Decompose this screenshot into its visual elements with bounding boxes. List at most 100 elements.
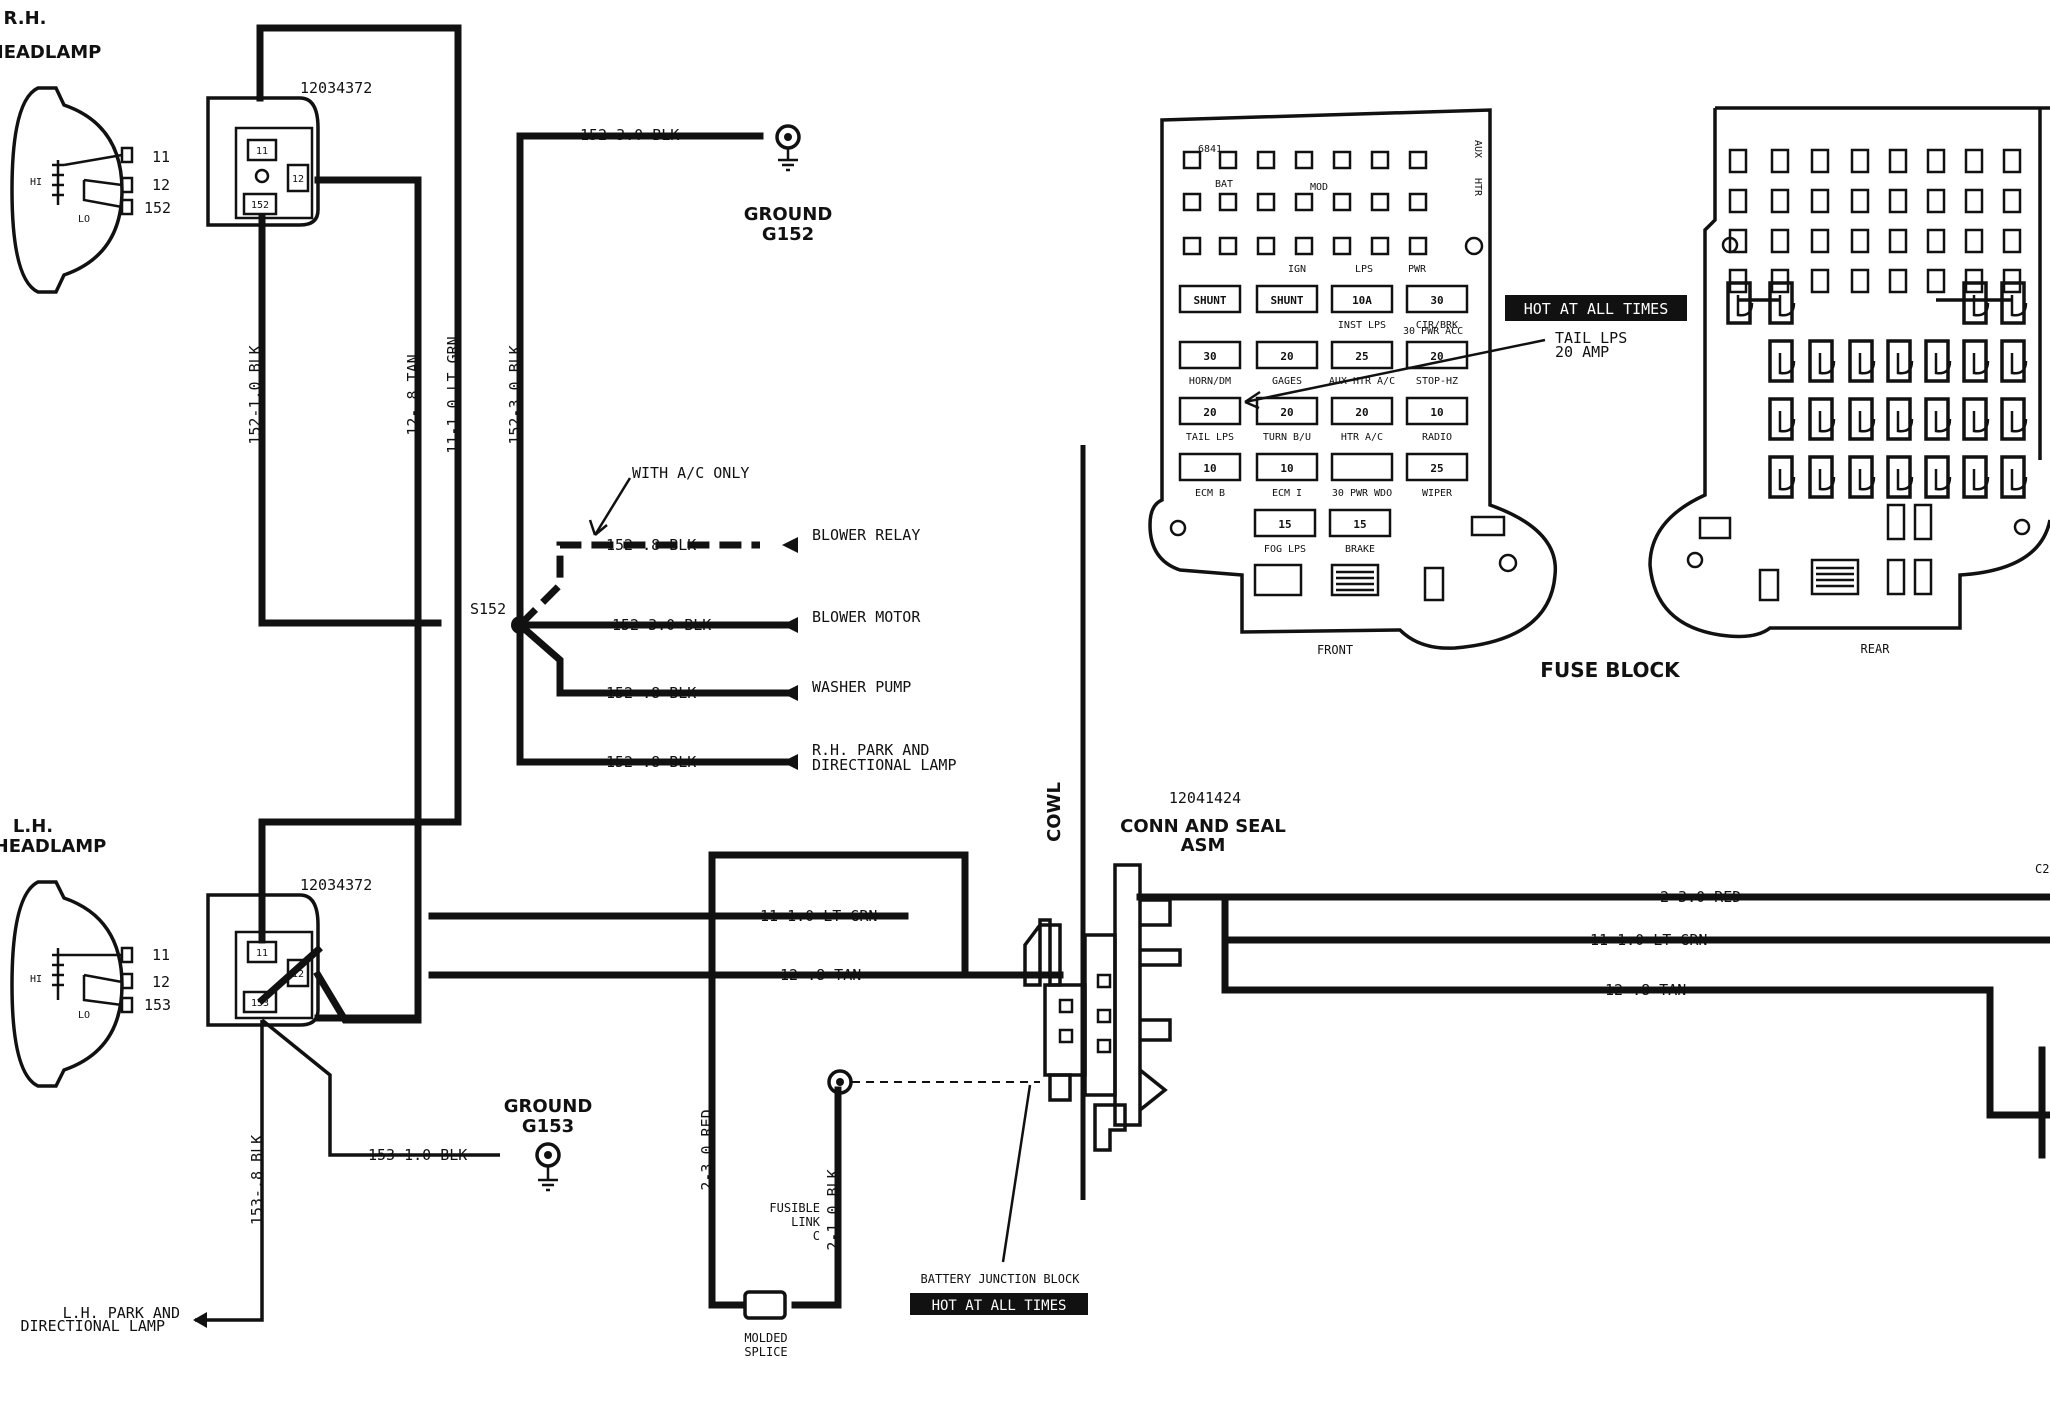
- rh-terminal-12: 12: [152, 176, 170, 194]
- ground-g152-icon: [775, 124, 801, 172]
- rear-terminal: [1810, 188, 1830, 214]
- fuse-name: ECM I: [1272, 488, 1302, 499]
- battery-junction-pointer: [1001, 1084, 1032, 1263]
- fuse-terminal: [1408, 236, 1428, 256]
- rear-fuse-socket: [2000, 455, 2026, 499]
- lh-headlamp: L.H. HEADLAMP HI LO 11 12 153: [0, 816, 171, 1088]
- battery-junction-hot-badge: [910, 1293, 1088, 1315]
- rear-terminal: [2002, 188, 2022, 214]
- lh-lo-label: LO: [78, 1010, 90, 1021]
- fuse-terminal: [1256, 236, 1276, 256]
- rear-fuse-socket: [1848, 397, 1874, 441]
- fuse-block-title: FUSE BLOCK: [1540, 658, 1681, 682]
- g152-top-label: 152-3.0 BLK: [580, 126, 679, 144]
- rear-terminal: [1888, 268, 1908, 294]
- fuse-body: [1330, 284, 1394, 314]
- rear-terminal: [1728, 228, 1748, 254]
- battery-junction-hot-text: HOT AT ALL TIMES: [932, 1298, 1067, 1314]
- fuse-value: 10: [1203, 462, 1216, 475]
- rear-flasher-slot: [1698, 516, 1732, 540]
- ground-g152-label: GROUND: [744, 204, 833, 225]
- fuse-slot: SHUNT: [1255, 284, 1319, 314]
- rear-fuse-lead: [1858, 411, 1876, 433]
- rear-fuse-lead: [2010, 411, 2028, 433]
- tail-lps-note-2: 20 AMP: [1555, 343, 1609, 361]
- rear-terminal: [1810, 228, 1830, 254]
- rear-fuse-socket: [1962, 455, 1988, 499]
- rh-park-destination-1: R.H. PARK AND: [812, 741, 929, 759]
- fuse-terminal: [1408, 150, 1428, 170]
- rh-11-ltgrn-wire: [256, 24, 462, 826]
- washer-pump-arrow-icon: [782, 685, 798, 701]
- rear-fuse-socket: [2000, 339, 2026, 383]
- lh-headlamp-housing: [10, 880, 124, 1088]
- fuse-body: [1253, 508, 1317, 538]
- fuse-terminal: [1370, 150, 1390, 170]
- rh-headlamp-title: R.H.: [4, 8, 47, 29]
- fuse-rear-label: REAR: [1861, 642, 1891, 656]
- fuse-body: [1178, 284, 1242, 314]
- fuse-terminal: [1370, 236, 1390, 256]
- tail-lps-note-1: TAIL LPS: [1555, 329, 1627, 347]
- rear-fuse-lead: [1778, 295, 1796, 317]
- rear-terminal: [2002, 148, 2022, 174]
- fuse-mod-label: MOD: [1310, 182, 1328, 193]
- rear-fuse-socket: [2000, 281, 2026, 325]
- fuse-name: 30 PWR WDO: [1332, 488, 1392, 499]
- fuse-terminal: [1256, 150, 1276, 170]
- fuse-value: SHUNT: [1193, 294, 1226, 307]
- fuse-value: 20: [1280, 406, 1293, 419]
- lh-park-wire-label: 153-.8 BLK: [248, 1135, 266, 1225]
- rear-fuse-socket: [1886, 339, 1912, 383]
- lh-153-park-wire: [195, 1020, 264, 1322]
- fuse-terminal: [1294, 150, 1314, 170]
- mid-12-tan-label: 12-.8 TAN: [780, 966, 861, 984]
- rear-terminal: [1810, 148, 1830, 174]
- fuse-slot: SHUNT: [1178, 284, 1242, 314]
- ground-g152-code: G152: [762, 224, 814, 245]
- blower-relay-wire: [517, 541, 760, 628]
- rear-fuse-lead: [2010, 469, 2028, 491]
- fuse-body: [1330, 452, 1394, 482]
- rear-fuse-socket: [1962, 397, 1988, 441]
- rear-terminal: [1810, 268, 1830, 294]
- molded-splice-icon: [743, 1290, 787, 1320]
- fuse-value: 20: [1355, 406, 1368, 419]
- lh-headlamp-subtitle: HEADLAMP: [0, 836, 106, 857]
- lh-headlamp-pin: [120, 946, 134, 964]
- rear-terminal: [1888, 228, 1908, 254]
- blower-relay-wire-label: 152-.8 BLK: [606, 536, 696, 554]
- rear-fuse-lead: [1934, 469, 1952, 491]
- lh-park-destination-1: L.H. PARK AND: [63, 1304, 180, 1322]
- fuse-body: [1178, 452, 1242, 482]
- lh-11-loop-wire: [258, 818, 462, 944]
- fuse-mount-hole: [1464, 236, 1484, 256]
- with-ac-only-pointer: [588, 477, 632, 536]
- rear-slot: [1886, 558, 1906, 596]
- fusible-link-label-3: C: [813, 1229, 820, 1243]
- fuse-relay-slot: [1253, 563, 1303, 597]
- fuse-body: [1178, 340, 1242, 370]
- lh-park-arrow-icon: [193, 1312, 207, 1328]
- washer-pump-wire-label: 152-.8 BLK: [606, 684, 696, 702]
- lh-connector: 12034372 11 12 153: [206, 876, 372, 1027]
- fuse-bat-label: BAT: [1215, 179, 1233, 190]
- rear-fuse-socket: [1808, 339, 1834, 383]
- rh-connector-hole: [254, 168, 270, 184]
- rear-fuse-lead: [1778, 411, 1796, 433]
- fuse-name: HORN/DM: [1189, 376, 1231, 387]
- rear-fuse-socket: [1768, 455, 1794, 499]
- rear-fuse-socket: [1768, 339, 1794, 383]
- fuse-value: 30: [1203, 350, 1216, 363]
- red-2-3-label: 2-3.0 RED: [698, 1109, 716, 1190]
- fuse-terminal: [1182, 192, 1202, 212]
- rear-fuse-socket: [1768, 397, 1794, 441]
- blower-relay-destination: BLOWER RELAY: [812, 526, 920, 544]
